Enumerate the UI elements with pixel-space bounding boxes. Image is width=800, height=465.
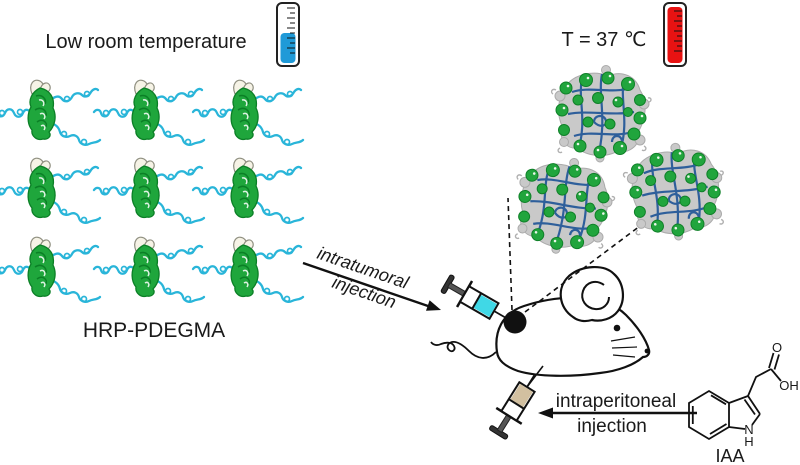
mouse-ear — [559, 266, 624, 323]
mouse — [430, 266, 651, 377]
intraperitoneal-label-line2: injection — [577, 416, 647, 437]
hrp-pdegma-molecule — [191, 79, 305, 146]
hrp-pdegma-molecule — [92, 79, 206, 146]
hrp-pdegma-molecule — [191, 236, 305, 303]
hrp-pdegma-molecule — [0, 79, 102, 146]
intratumoral-arrow — [302, 261, 441, 311]
hot-thermometer-icon — [663, 2, 687, 67]
intraperitoneal-arrow — [538, 407, 697, 419]
iaa-atom-h: H — [744, 434, 753, 449]
intraperitoneal-label-line1: intraperitoneal — [556, 391, 676, 412]
tumor — [503, 310, 527, 334]
aggregate-cluster-group — [506, 64, 731, 262]
hrp-pdegma-molecule-grid — [0, 79, 305, 303]
aggregate-cluster — [506, 149, 621, 262]
temperature-37-label: T = 37 ℃ — [562, 29, 647, 51]
aggregate-cluster — [550, 64, 653, 164]
iaa-label: IAA — [715, 446, 744, 465]
mouse-nose — [644, 348, 650, 354]
mouse-eye — [613, 324, 621, 332]
hrp-pdegma-molecule — [0, 236, 102, 303]
hrp-pdegma-molecule — [0, 157, 102, 224]
cold-thermometer-icon — [276, 2, 300, 67]
tumor-zoom-dashed-lines — [507, 197, 641, 313]
iaa-structure: O OH N H IAA — [688, 340, 799, 465]
intraperitoneal-syringe — [483, 365, 549, 444]
hrp-pdegma-molecule — [191, 157, 305, 224]
hrp-pdegma-label: HRP-PDEGMA — [83, 319, 225, 342]
low-temperature-label: Low room temperature — [45, 31, 246, 53]
iaa-atom-o: O — [772, 340, 782, 355]
hrp-pdegma-molecule — [92, 236, 206, 303]
mouse-whiskers — [610, 336, 638, 358]
iaa-atom-n: N — [744, 422, 753, 437]
mouse-tail — [430, 340, 497, 359]
hrp-pdegma-molecule — [92, 157, 206, 224]
iaa-atom-oh: OH — [779, 378, 799, 393]
mouse-ear-inner — [581, 280, 610, 311]
